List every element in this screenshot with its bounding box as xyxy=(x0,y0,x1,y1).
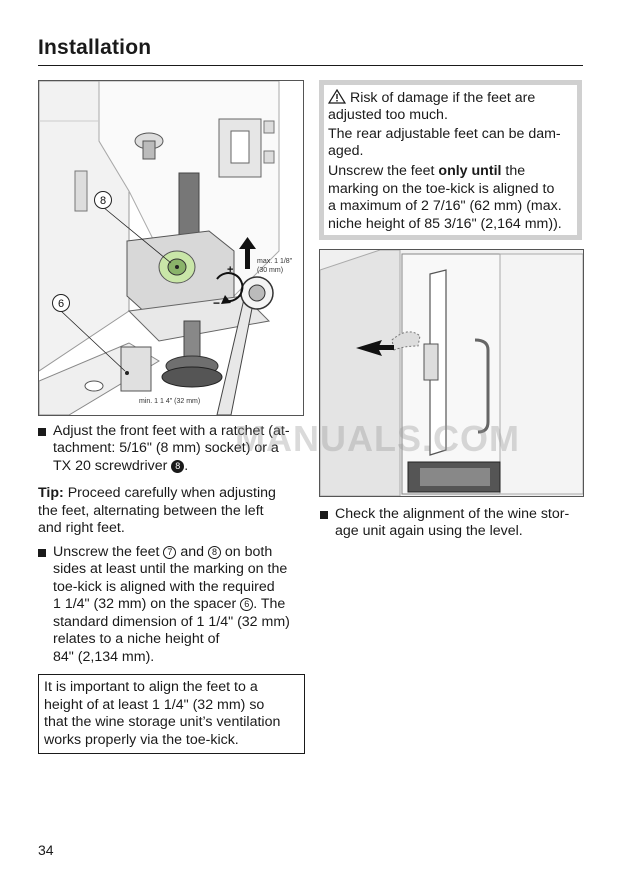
bullet2-line7: 84" (2,134 mm). xyxy=(53,649,155,665)
svg-text:−: − xyxy=(213,296,220,310)
warning-box: Risk of damage if the feet are adjusted … xyxy=(319,80,582,240)
ref-7-badge: 7 xyxy=(163,546,177,559)
bullet2-line2: sides at least until the marking on the xyxy=(53,561,288,577)
callout-8: 8 xyxy=(100,195,106,207)
warning-triangle-icon xyxy=(327,88,347,104)
tip-line2: the feet, alternating between the left xyxy=(38,503,264,519)
bullet3-line1: Check the alignment of the wine stor- xyxy=(335,506,570,522)
ref-6-badge: 6 xyxy=(240,598,254,611)
note-line3: that the wine storage unit’s ventilation xyxy=(44,714,281,730)
ref-8-badge: 8 xyxy=(207,546,221,559)
bullet-marker xyxy=(320,511,328,519)
bullet2-line1: Unscrew the feet 7 and 8 on both xyxy=(53,544,273,560)
max-label-line1: max. 1 1/8" xyxy=(257,258,293,265)
bullet-marker xyxy=(38,549,46,557)
note-line1: It is important to align the feet to a xyxy=(44,679,258,695)
page-title: Installation xyxy=(38,36,152,59)
page-number: 34 xyxy=(38,842,54,858)
bullet2-line3: toe-kick is aligned with the required xyxy=(53,579,275,595)
watermark: MANUALS.COM xyxy=(235,418,520,459)
bullet2-line6: relates to a niche height of xyxy=(53,631,220,647)
bullet-marker xyxy=(38,428,46,436)
note-line4: works properly via the toe-kick. xyxy=(44,732,239,748)
tip-line1: Tip: Proceed carefully when adjusting xyxy=(38,485,276,501)
alignment-figure xyxy=(319,249,584,497)
warning-line3: The rear adjustable feet can be dam- xyxy=(328,126,561,142)
warning-line8: niche height of 85 3/16" (2,164 mm)). xyxy=(328,216,562,232)
warning-line5: Unscrew the feet only until the xyxy=(328,163,526,179)
foot-adjustment-figure: + − 8 6 max. 1 1/8" (30 mm) min. 1 1 4" … xyxy=(38,80,304,416)
bullet1-line2: tachment: 5/16" (8 mm) socket) or a xyxy=(53,440,279,456)
svg-text:+: + xyxy=(227,264,233,276)
callout-6: 6 xyxy=(58,298,64,310)
bullet2-line5: standard dimension of 1 1/4" (32 mm) xyxy=(53,614,290,630)
warning-line2: adjusted too much. xyxy=(328,107,448,123)
ref-8-badge: 8 xyxy=(171,460,185,473)
warning-title-line: Risk of damage if the feet are xyxy=(327,88,535,108)
warning-line7: a maximum of 2 7/16" (62 mm) (max. xyxy=(328,198,562,214)
bullet1-line1: Adjust the front feet with a ratchet (at… xyxy=(53,423,290,439)
warning-line6: marking on the toe-kick is aligned to xyxy=(328,181,555,197)
bullet3-line2: age unit again using the level. xyxy=(335,523,523,539)
max-label-line2: (30 mm) xyxy=(257,267,283,274)
note-line2: height of at least 1 1/4" (32 mm) so xyxy=(44,697,265,713)
min-label: min. 1 1 4" (32 mm) xyxy=(139,398,200,405)
title-rule xyxy=(38,65,583,66)
bullet1-line3: TX 20 screwdriver 8. xyxy=(53,458,189,474)
tip-line3: and right feet. xyxy=(38,520,125,536)
note-box: It is important to align the feet to a h… xyxy=(38,674,305,754)
warning-line4: aged. xyxy=(328,143,364,159)
bullet2-line4: 1 1/4" (32 mm) on the spacer 6. The xyxy=(53,596,286,612)
